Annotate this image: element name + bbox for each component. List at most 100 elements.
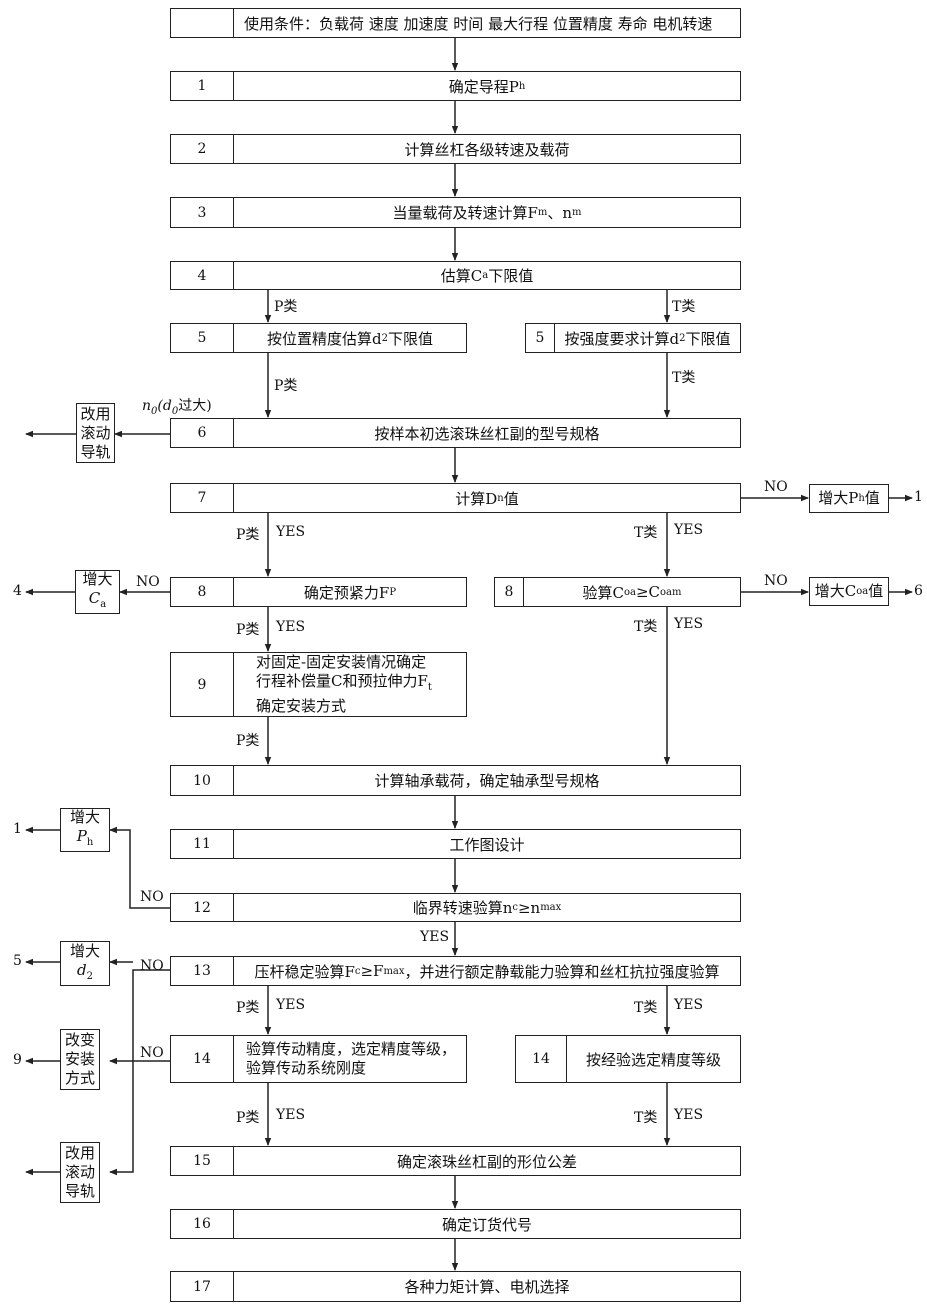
label-t-class: T类 (634, 1110, 658, 1126)
step-number: 3 (171, 198, 234, 227)
step-number: 14 (171, 1036, 234, 1082)
return-to-1: 1 (13, 821, 22, 837)
label-t-class: T类 (634, 619, 658, 635)
label-p-class: P类 (274, 378, 298, 394)
step-number: 1 (171, 72, 234, 100)
change-mounting-box: 改变 安装 方式 (60, 1029, 100, 1090)
step-3-text: 当量载荷及转速计算F (392, 204, 538, 222)
step-number: 8 (171, 578, 234, 606)
increase-ph-box-2: 增大 Ph (60, 808, 110, 852)
step-16-text: 确定订货代号 (441, 1215, 532, 1234)
step-9-line-2: 行程补偿量C和预拉伸力F (256, 672, 428, 690)
label-yes: YES (674, 997, 704, 1013)
step-17-box: 17 各种力矩计算、电机选择 (170, 1271, 741, 1302)
step-number: 13 (171, 957, 234, 985)
step-11-text: 工作图设计 (449, 835, 525, 854)
label-yes: YES (674, 1107, 704, 1123)
label-no: NO (140, 958, 164, 974)
step-9-box: 9 对固定-固定安装情况确定 行程补偿量C和预拉伸力Ft 确定安装方式 (170, 652, 467, 717)
return-to-5: 5 (13, 953, 22, 969)
label-no: NO (140, 889, 164, 905)
step-number: 4 (171, 262, 234, 289)
step-14p-line-1: 验算传动精度，选定精度等级， (246, 1040, 457, 1058)
step-number: 16 (171, 1210, 234, 1238)
label-t-class: T类 (672, 299, 696, 315)
increase-d2-box: 增大 d2 (60, 941, 110, 986)
step-7-text: 计算D (455, 489, 498, 508)
start-conditions-box: 使用条件：负载荷 速度 加速度 时间 最大行程 位置精度 寿命 电机转速 (170, 8, 741, 38)
step-17-text: 各种力矩计算、电机选择 (404, 1278, 570, 1296)
step-14p-line-2: 验算传动系统刚度 (246, 1059, 367, 1077)
step-11-box: 11 工作图设计 (170, 829, 741, 859)
return-to-1: 1 (914, 489, 923, 505)
return-to-9: 9 (13, 1052, 22, 1068)
label-t-class: T类 (672, 370, 696, 386)
step-number: 10 (171, 766, 234, 795)
label-p-class: P类 (236, 527, 260, 543)
step-5t-text: 按强度要求计算d (564, 329, 680, 348)
return-to-6: 6 (914, 583, 923, 599)
label-t-class: T类 (634, 1000, 658, 1016)
label-no: NO (764, 479, 788, 495)
step-14t-text: 按经验选定精度等级 (585, 1050, 721, 1069)
label-no: NO (136, 574, 160, 590)
return-to-4: 4 (13, 583, 22, 599)
step-8t-text: 验算C (582, 583, 624, 602)
step-2-box: 2 计算丝杠各级转速及载荷 (170, 134, 741, 164)
step-10-text: 计算轴承载荷，确定轴承型号规格 (374, 772, 600, 790)
step-5p-text: 按位置精度估算d (267, 329, 382, 348)
label-p-class: P类 (274, 299, 298, 315)
step-number: 2 (171, 135, 234, 163)
step-16-box: 16 确定订货代号 (170, 1209, 741, 1239)
step-number: 14 (516, 1036, 567, 1082)
step-number: 7 (171, 484, 234, 512)
step-4-text: 估算C (440, 267, 483, 285)
switch-rolling-guide-box-1: 改用 滚动 导轨 (76, 403, 115, 463)
step-number: 5 (171, 324, 234, 352)
label-yes: YES (276, 524, 306, 540)
label-yes: YES (276, 1107, 306, 1123)
step-14-t-box: 14 按经验选定精度等级 (515, 1035, 741, 1083)
step-14-p-box: 14 验算传动精度，选定精度等级， 验算传动系统刚度 (170, 1035, 467, 1083)
step-number: 9 (171, 653, 234, 716)
label-no: NO (140, 1045, 164, 1061)
step-12-text: 临界转速验算n (412, 899, 513, 917)
label-yes: YES (276, 997, 306, 1013)
step-2-text: 计算丝杠各级转速及载荷 (404, 140, 570, 159)
step-number: 5 (526, 324, 555, 352)
label-t-class: T类 (634, 525, 658, 541)
step-1-text: 确定导程P (448, 77, 519, 96)
switch-rolling-guide-box-2: 改用 滚动 导轨 (60, 1142, 100, 1203)
label-p-class: P类 (236, 1110, 260, 1126)
label-yes: YES (674, 522, 704, 538)
step-number: 11 (171, 830, 234, 858)
step-8p-text: 确定预紧力F (303, 583, 390, 602)
step-6-box: 6 按样本初选滚珠丝杠副的型号规格 (170, 418, 741, 448)
label-yes: YES (674, 616, 704, 632)
step-number: 15 (171, 1147, 234, 1175)
arrow-13-no (109, 969, 170, 1176)
step-number: 12 (171, 894, 234, 921)
step-9-line-1: 对固定-固定安装情况确定 (256, 653, 427, 671)
label-yes: YES (276, 619, 306, 635)
step-number: 6 (171, 419, 234, 447)
label-p-class: P类 (236, 1000, 260, 1016)
start-conditions-text: 使用条件：负载荷 速度 加速度 时间 最大行程 位置精度 寿命 电机转速 (244, 14, 713, 33)
step-10-box: 10 计算轴承载荷，确定轴承型号规格 (170, 765, 741, 796)
label-yes: YES (420, 929, 450, 945)
step-13-text: 压杆稳定验算F (254, 962, 355, 981)
step-6-text: 按样本初选滚珠丝杠副的型号规格 (374, 424, 600, 443)
step-9-line-3: 确定安装方式 (256, 697, 347, 715)
increase-ca-box: 增大 Ca (75, 570, 120, 614)
